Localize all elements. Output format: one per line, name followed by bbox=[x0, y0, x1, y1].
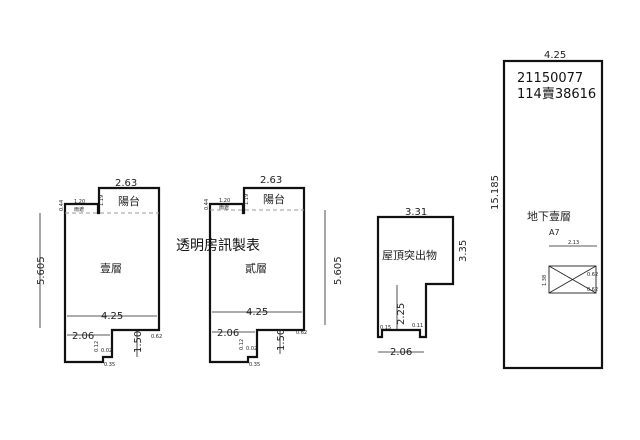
dim-small: 0.02 bbox=[246, 346, 257, 352]
balcony-label: 陽台 bbox=[118, 194, 140, 208]
dim-small: 0.35 bbox=[249, 362, 260, 368]
code-line-2: 114賣38616 bbox=[517, 87, 596, 102]
dim-parking-h: 1.38 bbox=[542, 275, 548, 286]
code-line-1: 21150077 bbox=[517, 71, 583, 86]
dim-small: 0.12 bbox=[94, 341, 100, 352]
dim-step: 1.50 bbox=[133, 331, 144, 353]
dim-small: 0.62 bbox=[151, 334, 162, 340]
dim-small: 0.62 bbox=[296, 330, 307, 336]
floor-label: 貳層 bbox=[245, 261, 267, 275]
dim-balcony: 1.19 bbox=[99, 195, 105, 206]
roof-plan: 3.31 3.35 屋頂突出物 2.25 2.06 0.15 0.11 bbox=[376, 207, 469, 358]
dim-canopy-depth: 0.44 bbox=[59, 200, 65, 211]
dim-small: 0.62 bbox=[587, 272, 598, 278]
dim-top: 2.63 bbox=[260, 175, 282, 186]
dim-right: 3.35 bbox=[458, 240, 469, 262]
roof-outline bbox=[376, 215, 455, 339]
dim-inner: 2.25 bbox=[396, 303, 407, 325]
dim-small: 0.11 bbox=[412, 323, 423, 329]
balcony-label: 陽台 bbox=[263, 192, 285, 206]
canopy-label: 雨遮 bbox=[219, 204, 229, 211]
dim-width: 4.25 bbox=[101, 311, 123, 322]
basement-label: 地下壹層 bbox=[527, 210, 571, 223]
dim-small: 0.12 bbox=[239, 339, 245, 350]
dim-small: 0.02 bbox=[101, 348, 112, 354]
dim-balcony: 1.19 bbox=[244, 194, 250, 205]
dim-canopy: 1.20 bbox=[219, 198, 230, 204]
dim-height: 15.185 bbox=[490, 175, 501, 210]
parking-space bbox=[548, 265, 597, 294]
dim-canopy: 1.20 bbox=[74, 199, 85, 205]
watermark-text: 透明房訊製表 bbox=[176, 238, 260, 254]
dim-canopy-depth: 0.44 bbox=[204, 199, 210, 210]
parking-cross bbox=[548, 265, 597, 294]
basement-plan: 4.25 21150077 114賣38616 15.185 地下壹層 A7 2… bbox=[490, 50, 604, 370]
dim-small: 0.35 bbox=[104, 362, 115, 368]
dim-top: 4.25 bbox=[544, 50, 566, 61]
basement-outline bbox=[502, 59, 604, 370]
dim-left-bottom: 2.06 bbox=[217, 328, 239, 339]
canopy-label: 雨遮 bbox=[74, 206, 84, 213]
dim-small: 0.62 bbox=[587, 287, 598, 293]
dim-top: 3.31 bbox=[405, 207, 427, 218]
roof-label: 屋頂突出物 bbox=[382, 248, 437, 262]
floor-2-outline bbox=[208, 186, 306, 364]
floor-2-plan: 2.63 陽台 1.19 1.20 雨遮 0.44 5.605 貳層 4.25 … bbox=[204, 175, 344, 368]
dim-left-bottom: 2.06 bbox=[72, 331, 94, 342]
dim-step: 1.50 bbox=[276, 329, 287, 351]
dim-width: 4.25 bbox=[246, 307, 268, 318]
floor-1-plan: 2.63 陽台 1.19 1.20 雨遮 0.44 5.605 壹層 4.25 … bbox=[36, 178, 162, 368]
dim-height: 5.605 bbox=[333, 256, 344, 285]
parking-label: A7 bbox=[549, 228, 560, 237]
dim-height: 5.605 bbox=[36, 256, 47, 285]
dim-top: 2.63 bbox=[115, 178, 137, 189]
floor-1-outline bbox=[63, 186, 161, 364]
floor-label: 壹層 bbox=[100, 262, 122, 275]
dim-bottom: 2.06 bbox=[390, 347, 412, 358]
dim-small: 0.15 bbox=[380, 325, 391, 331]
dim-parking-w: 2.13 bbox=[568, 240, 579, 246]
